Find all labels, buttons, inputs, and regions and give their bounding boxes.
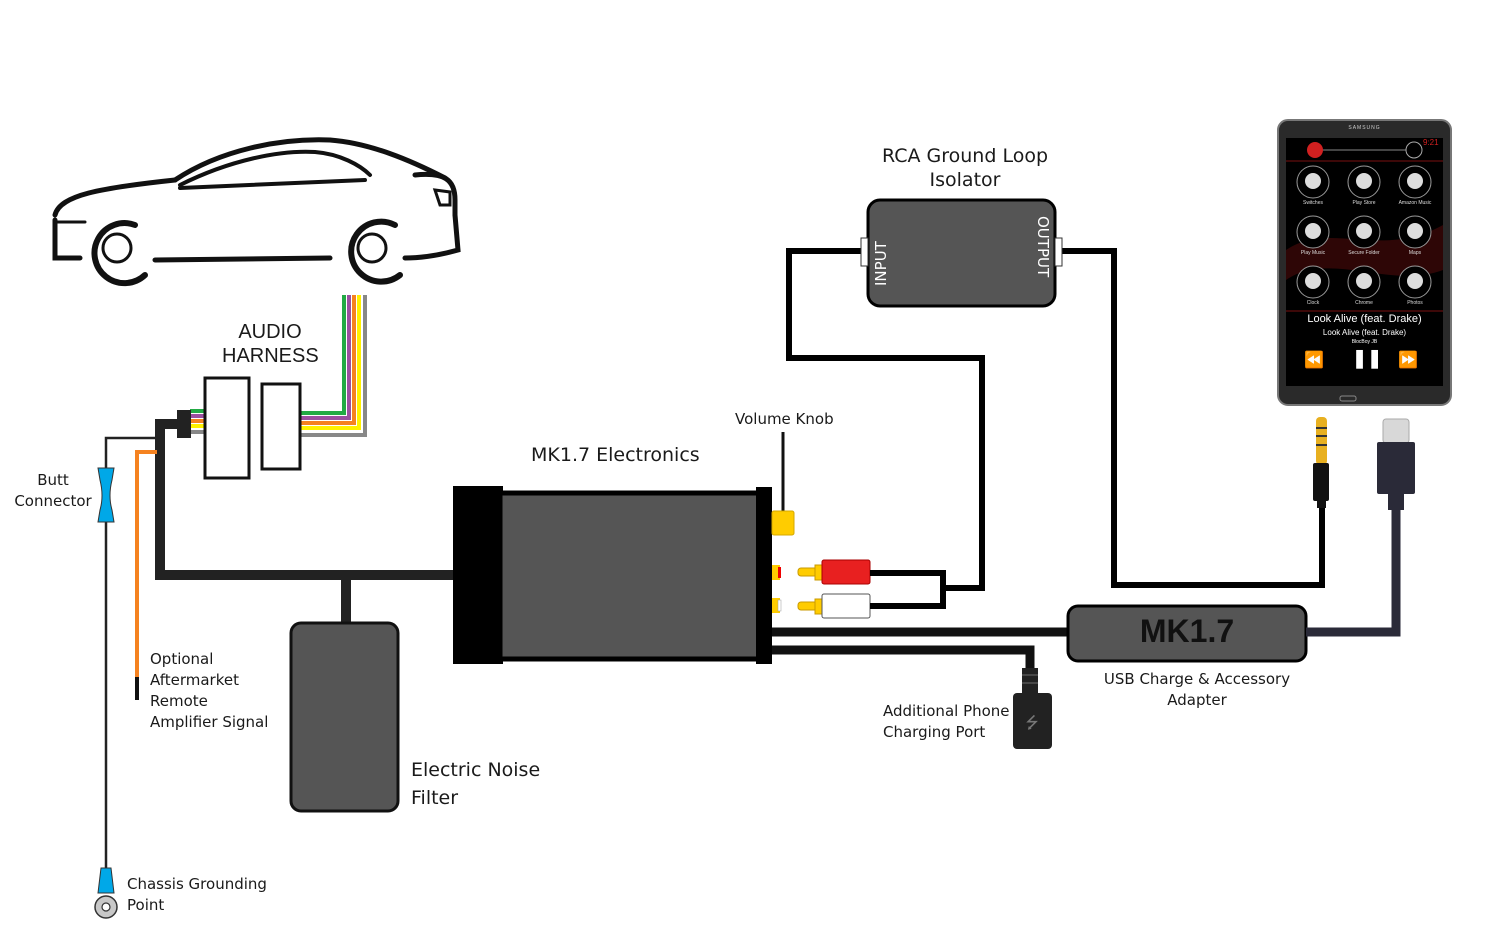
remote-amp-label-line2: Aftermarket [150, 671, 239, 689]
butt-connector-label-line2: Connector [14, 492, 92, 510]
app-glyph-icon [1407, 273, 1423, 289]
audio-harness-label-line1: AUDIO [238, 321, 302, 343]
aux-jack-icon [1313, 417, 1329, 508]
app-label: Photos [1407, 300, 1423, 306]
usb-port-icon: ⭍ [1013, 668, 1052, 749]
usb-adapter-label: USB Charge & Accessory Adapter [1097, 669, 1297, 711]
app-glyph-icon [1305, 223, 1321, 239]
prev-track-button[interactable]: ⏪ [1304, 352, 1324, 369]
butt-connector-label-line1: Butt [37, 471, 69, 489]
app-glyph-icon [1356, 173, 1372, 189]
app-label: Play Music [1300, 250, 1326, 256]
app-glyph-icon [1356, 273, 1372, 289]
rca-isolator-box [866, 198, 1057, 308]
noise-filter-label-line2: Filter [411, 787, 459, 809]
noise-filter-label-line1: Electric Noise [411, 759, 541, 781]
remote-amp-label-line4: Amplifier Signal [150, 713, 269, 731]
electronics-label: MK1.7 Electronics [531, 444, 700, 466]
isolator-input-cable [786, 248, 985, 591]
harness-connector [177, 410, 191, 438]
isolator-output-label: OUTPUT [1034, 216, 1052, 278]
app-glyph-icon [1305, 173, 1321, 189]
app-label: Clock [1306, 300, 1320, 306]
app-label: Chrome [1355, 300, 1373, 306]
butt-connector-icon [97, 467, 115, 523]
now-playing-artist: BlocBoy JB [1351, 339, 1378, 345]
ground-wire [104, 436, 155, 870]
app-label: Amazon Music [1398, 200, 1432, 206]
now-playing-title: Look Alive (feat. Drake) [1307, 313, 1422, 325]
app-label: Secure Folder [1348, 250, 1380, 256]
charging-port-label-line1: Additional Phone [883, 702, 1010, 720]
chassis-ground-label: Chassis Grounding Point [127, 874, 267, 916]
butt-connector-label: Butt Connector [14, 470, 92, 512]
tablet-time: 9:21 [1423, 138, 1439, 147]
pause-button[interactable]: ❚❚ [1352, 348, 1383, 368]
charging-port-cable [772, 645, 1035, 670]
audio-harness-label: AUDIO HARNESS [222, 320, 319, 368]
app-glyph-icon [1356, 223, 1372, 239]
app-glyph-icon [1407, 223, 1423, 239]
ring-terminal-icon [97, 867, 115, 894]
isolator-output-cable [1058, 248, 1325, 588]
main-power-cable [155, 419, 460, 580]
audio-harness-label-line2: HARNESS [222, 345, 319, 367]
chassis-ground-label-line2: Point [127, 896, 165, 914]
harness-wires [190, 295, 367, 437]
app-glyph-icon [1407, 173, 1423, 189]
rca-isolator-label-line2: Isolator [929, 169, 1001, 191]
rca-isolator-label: RCA Ground Loop Isolator [870, 144, 1060, 192]
tablet-brand: SAMSUNG [1348, 125, 1381, 131]
electronics-endcap-left [453, 486, 503, 664]
charging-port-label: Additional Phone Charging Port [883, 701, 1010, 743]
app-label: Play Store [1352, 200, 1376, 206]
electronics-body [497, 490, 763, 662]
electronics-endcap-right [756, 487, 772, 664]
car-icon [52, 137, 461, 287]
rca-cable [870, 570, 946, 609]
usb-adapter-label-line1: USB Charge & Accessory [1103, 670, 1291, 688]
usb-c-cable [1306, 510, 1401, 637]
volume-knob-label: Volume Knob [735, 410, 834, 428]
isolator-input-label: INPUT [872, 241, 890, 286]
harness-plug-left [203, 376, 251, 480]
app-glyph-icon [1305, 273, 1321, 289]
rca-plug-white [797, 593, 871, 619]
next-track-button[interactable]: ⏩ [1398, 352, 1418, 369]
remote-amp-label: Optional Aftermarket Remote Amplifier Si… [150, 649, 268, 733]
harness-plug-right [260, 382, 302, 471]
app-label: Switches [1302, 200, 1323, 206]
tablet-app-grid [1296, 165, 1432, 299]
usb-adapter-badge: MK1.7 [1139, 613, 1235, 649]
rca-isolator-label-line1: RCA Ground Loop [881, 145, 1049, 167]
now-playing-subtitle: Look Alive (feat. Drake) [1322, 328, 1407, 337]
rca-plug-red [797, 559, 871, 585]
chassis-ground-label-line1: Chassis Grounding [127, 875, 267, 893]
usb-c-plug-icon [1377, 418, 1415, 510]
remote-amp-label-line1: Optional [150, 650, 214, 668]
noise-filter-label: Electric Noise Filter [411, 756, 540, 812]
noise-filter-box [289, 621, 400, 813]
volume-knob-icon [771, 510, 795, 536]
remote-amp-label-line3: Remote [150, 692, 208, 710]
usb-adapter-label-line2: Adapter [1167, 691, 1227, 709]
app-label: Maps [1408, 250, 1422, 256]
remote-amp-wire [135, 450, 157, 680]
svg-text:⭍: ⭍ [1025, 713, 1038, 732]
charging-port-label-line2: Charging Port [883, 723, 986, 741]
